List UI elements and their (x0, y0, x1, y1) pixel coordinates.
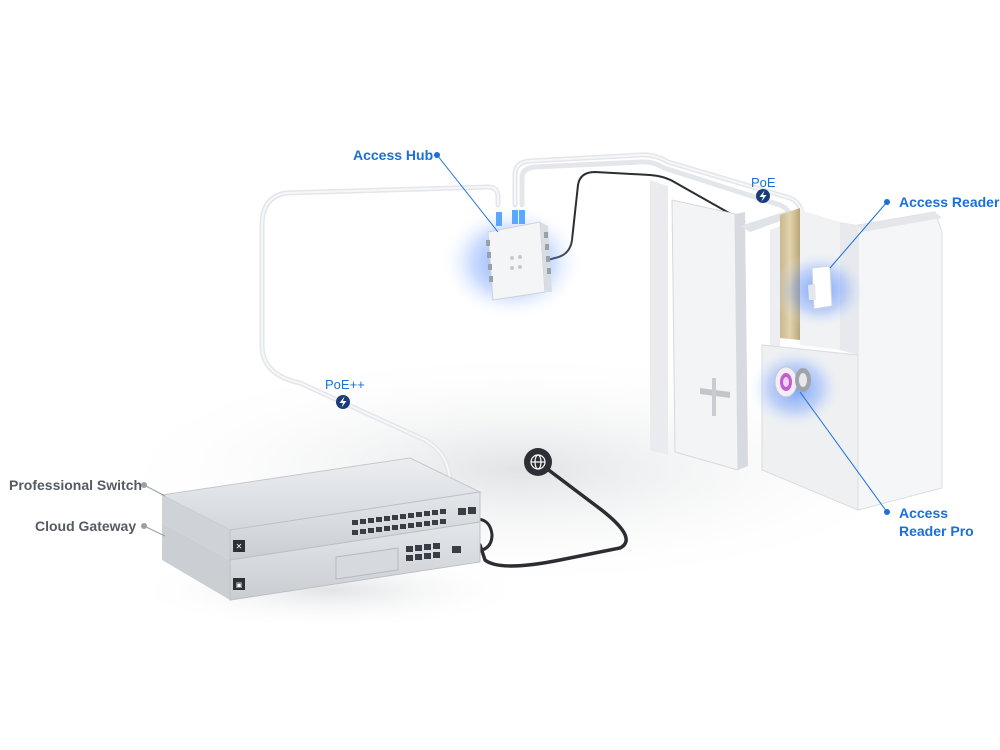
lightning-bolt-icon (756, 189, 770, 203)
poe-plus-label: PoE++ (325, 377, 365, 392)
access-reader-pro-device (774, 366, 811, 398)
professional-switch-label: Professional Switch (9, 477, 143, 493)
access-reader-pro-label-line2: Reader Pro (899, 523, 974, 539)
svg-text:✕: ✕ (236, 542, 243, 551)
cloud-gateway-label: Cloud Gateway (35, 518, 137, 534)
access-reader-leader (829, 199, 890, 269)
cloud-gateway-device: ▣ (162, 521, 481, 601)
access-hub-leader (434, 152, 499, 233)
svg-text:▣: ▣ (236, 581, 243, 589)
access-hub-device (486, 210, 552, 301)
lightning-bolt-icon (336, 395, 350, 409)
access-hub-label: Access Hub (353, 147, 434, 163)
access-reader-device (808, 265, 833, 310)
door-slab (671, 199, 739, 471)
professional-switch-leader (141, 482, 166, 497)
globe-icon (524, 448, 552, 476)
access-reader-pro-leader (799, 391, 890, 515)
access-reader-pro-label-line1: Access (899, 505, 949, 521)
access-reader-label: Access Reader (899, 194, 1000, 210)
cloud-gateway-leader (141, 523, 166, 537)
poe-label: PoE (751, 175, 776, 190)
internet-cable (478, 460, 628, 568)
